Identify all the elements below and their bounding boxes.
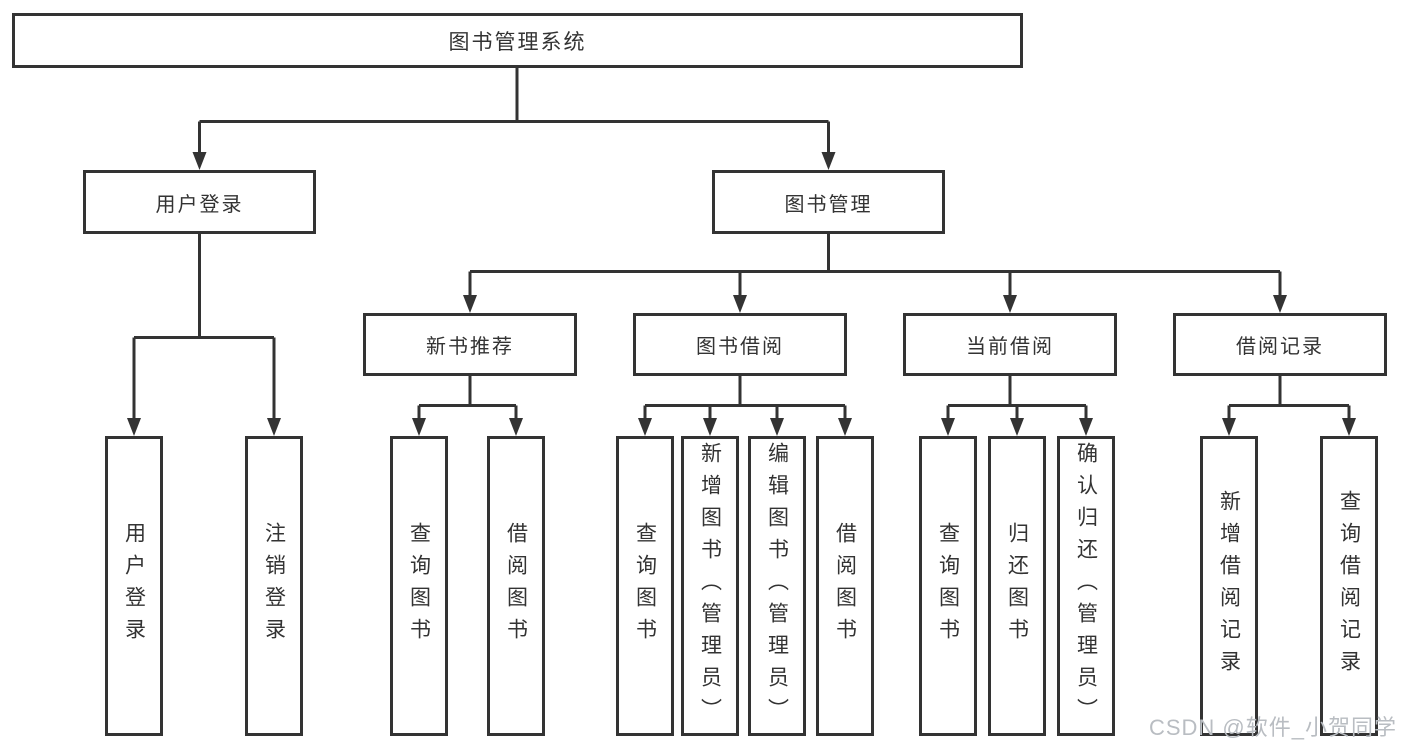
node-user-login: 用户登录	[83, 170, 316, 234]
arrowhead-icons	[127, 152, 1356, 436]
leaf-query-books-3: 查询图书	[919, 436, 977, 736]
leaf-logout: 注销登录	[245, 436, 303, 736]
node-label: 查询图书	[936, 522, 960, 650]
node-label: 图书管理系统	[448, 30, 587, 54]
leaf-add-borrow-record: 新增借阅记录	[1200, 436, 1258, 736]
node-new-book-recommendation: 新书推荐	[363, 313, 577, 376]
leaf-query-books-1: 查询图书	[390, 436, 448, 736]
node-label: 借阅记录	[1236, 336, 1324, 358]
node-label: 查询图书	[407, 522, 431, 650]
leaf-user-login: 用户登录	[105, 436, 163, 736]
node-book-borrowing: 图书借阅	[633, 313, 847, 376]
leaf-return-books: 归还图书	[988, 436, 1046, 736]
node-label: 注销登录	[262, 522, 286, 650]
node-label: 查询借阅记录	[1337, 490, 1361, 682]
leaf-query-books-2: 查询图书	[616, 436, 674, 736]
node-root-system: 图书管理系统	[12, 13, 1023, 68]
node-label: 借阅图书	[833, 522, 857, 650]
node-label: 借阅图书	[504, 522, 528, 650]
leaf-edit-books-admin: 编辑图书（管理员）	[748, 436, 806, 736]
leaf-borrow-books-2: 借阅图书	[816, 436, 874, 736]
leaf-confirm-return-admin: 确认归还（管理员）	[1057, 436, 1115, 736]
node-label: 图书管理	[784, 193, 873, 216]
node-label: 归还图书	[1005, 522, 1029, 650]
node-label: 新增图书（管理员）	[698, 442, 722, 730]
node-label: 图书借阅	[696, 336, 784, 358]
node-label: 用户登录	[155, 193, 244, 216]
leaf-borrow-books-1: 借阅图书	[487, 436, 545, 736]
leaf-add-books-admin: 新增图书（管理员）	[681, 436, 739, 736]
leaf-query-borrow-record: 查询借阅记录	[1320, 436, 1378, 736]
node-label: 确认归还（管理员）	[1074, 442, 1098, 730]
tree-edges	[132, 68, 1351, 420]
node-label: 当前借阅	[966, 336, 1054, 358]
watermark: CSDN @软件_小贺同学	[1148, 715, 1397, 740]
node-label: 编辑图书（管理员）	[765, 442, 789, 730]
node-current-borrowing: 当前借阅	[903, 313, 1117, 376]
node-label: 新增借阅记录	[1217, 490, 1241, 682]
node-label: 新书推荐	[426, 336, 514, 358]
node-label: 用户登录	[122, 522, 146, 650]
node-book-management: 图书管理	[712, 170, 945, 234]
node-borrowing-records: 借阅记录	[1173, 313, 1387, 376]
node-label: 查询图书	[633, 522, 657, 650]
